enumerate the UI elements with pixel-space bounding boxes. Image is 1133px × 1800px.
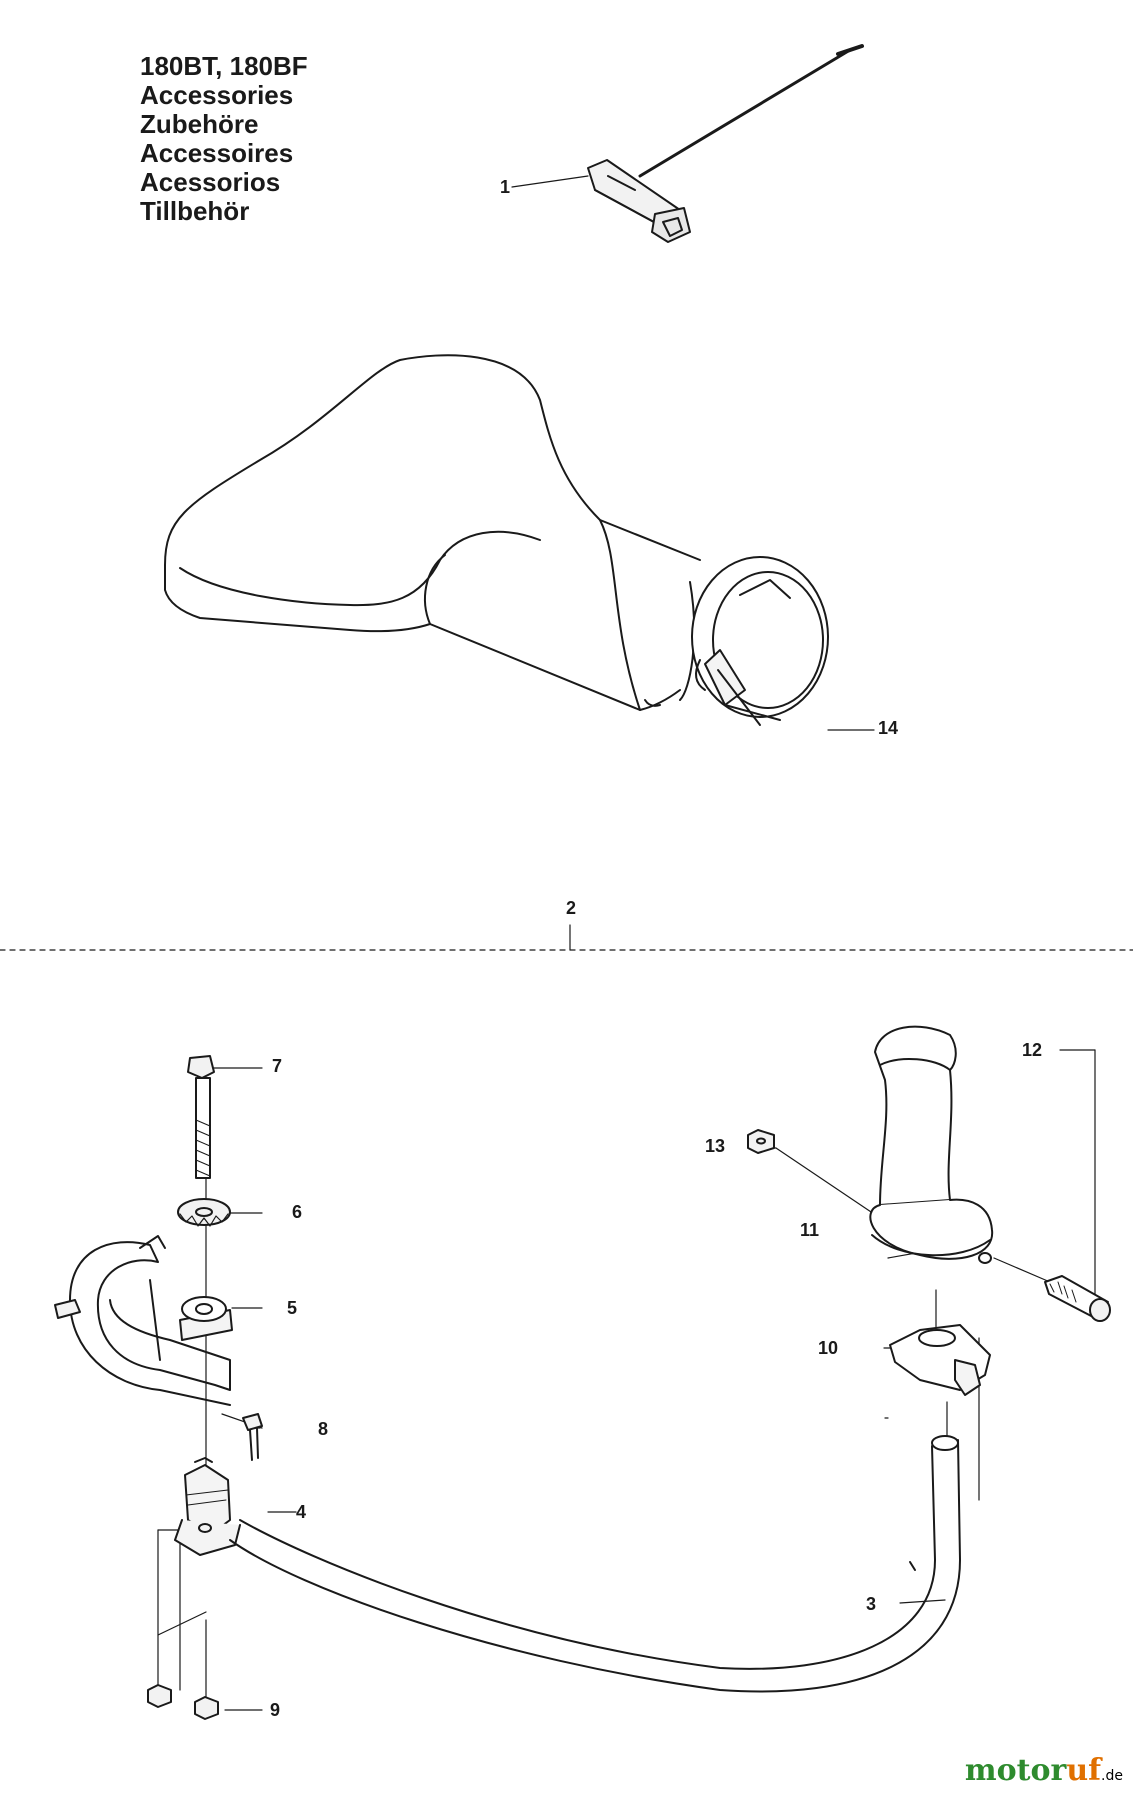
handle-bar-part: [229, 1435, 961, 1693]
callout-12: 12: [1022, 1040, 1043, 1060]
bolt-part: [187, 1055, 215, 1179]
title-line-sv: Tillbehör: [140, 196, 250, 226]
callout-11: 11: [800, 1220, 820, 1240]
callout-7: 7: [272, 1056, 283, 1076]
callout-5: 5: [287, 1298, 298, 1318]
callout-8: 8: [318, 1419, 329, 1439]
callout-1: 1: [500, 177, 511, 197]
title-line-en: Accessories: [140, 80, 294, 110]
title-block: 180BT, 180BF Accessories Zubehöre Access…: [140, 52, 308, 226]
t-wrench-part: [587, 44, 864, 243]
title-line-pt: Acessorios: [140, 167, 281, 197]
clamp-part: [54, 1235, 233, 1406]
watermark-logo: motoruf.de: [965, 1753, 1123, 1788]
screw-part: [242, 1413, 263, 1461]
callout-2: 2: [566, 898, 577, 918]
callout-14: 14: [878, 718, 899, 738]
title-model: 180BT, 180BF: [140, 51, 308, 81]
leader-lines: [157, 175, 1096, 1711]
callout-3: 3: [866, 1594, 877, 1614]
grip-part: [869, 1025, 994, 1264]
nut-13-part: [747, 1129, 775, 1154]
callout-6: 6: [292, 1202, 303, 1222]
callout-4: 4: [296, 1502, 307, 1522]
screw-12-part: [1044, 1275, 1111, 1322]
title-line-de: Zubehöre: [140, 109, 259, 139]
blower-nozzle-part: [164, 354, 829, 726]
callout-10: 10: [818, 1338, 839, 1358]
washer-part: [177, 1198, 231, 1227]
watermark-motor: motor: [964, 1753, 1067, 1788]
callout-13: 13: [705, 1136, 726, 1156]
watermark-suffix: .de: [1101, 1768, 1123, 1784]
bracket-part: [174, 1457, 241, 1556]
grip-bracket-part: [889, 1324, 991, 1396]
callout-9: 9: [270, 1700, 281, 1720]
watermark-uf: uf: [1066, 1753, 1102, 1788]
title-line-fr: Accessoires: [140, 138, 294, 168]
nut-parts: [147, 1684, 219, 1720]
